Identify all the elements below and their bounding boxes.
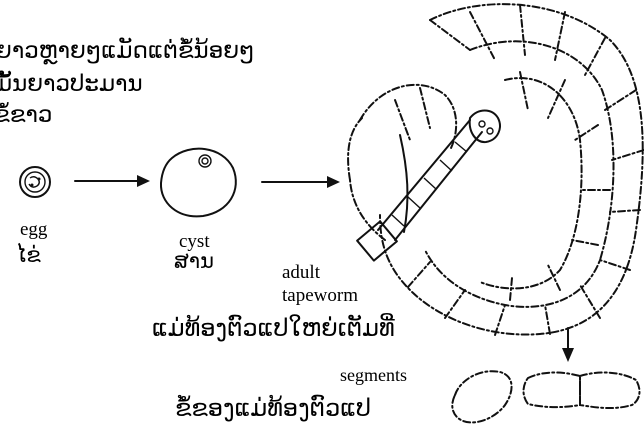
segments-label-lo: ຂໍ້ຂອງແມ່ທ້ອງຕົວແປ [175,396,371,420]
egg-label-lo: ໄຂ່ [16,245,41,266]
arrow-cyst-to-adult [262,176,340,188]
cyst-label-lo: ສານ [174,251,214,272]
adult-tapeworm-drawing [348,4,644,335]
egg-drawing [20,167,50,197]
segments-label-en: segments [340,366,407,384]
segments-drawing [452,371,639,422]
adult-label-en-1: adult [282,263,320,282]
caption-line-3: ຂໍ້ຂາວ [0,104,52,127]
caption-line-1: ຍາວຫຼາຍໆແມັດແຕ່ຂໍ້ນ້ອຍໆ [0,40,255,63]
arrow-adult-to-segments [562,328,574,362]
cyst-drawing [161,149,236,217]
arrow-egg-to-cyst [75,175,150,187]
adult-label-en-2: tapeworm [282,286,358,305]
caption-line-2: ມັ້ນຍາວປະມານ [0,73,143,96]
egg-label-en: egg [20,220,47,239]
adult-label-lo: ແມ່ທ້ອງຕົວແປໃຫຍ່ເຕັມທີ່ [152,316,395,340]
